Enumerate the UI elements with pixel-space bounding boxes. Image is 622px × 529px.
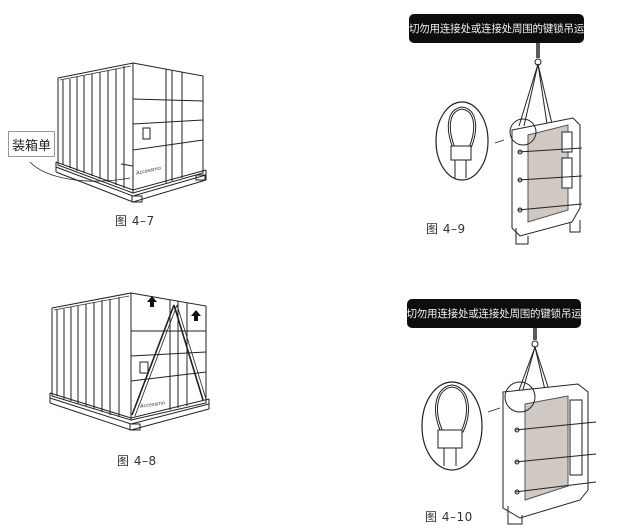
- warning-banner: 切勿用连接处或连接处周围的键锁吊运: [409, 14, 584, 43]
- up-arrow-icon: [191, 310, 201, 321]
- figure-caption: 图 4–10: [425, 510, 473, 524]
- warning-banner: 切勿用连接处或连接处周围的键锁吊运: [406, 299, 582, 328]
- up-arrow-icon: [147, 296, 157, 307]
- figure-caption: 图 4–8: [117, 454, 157, 468]
- packing-list-callout: 装箱单: [8, 131, 55, 157]
- figure-caption: 图 4–7: [115, 214, 155, 228]
- figure-caption: 图 4–9: [426, 222, 466, 236]
